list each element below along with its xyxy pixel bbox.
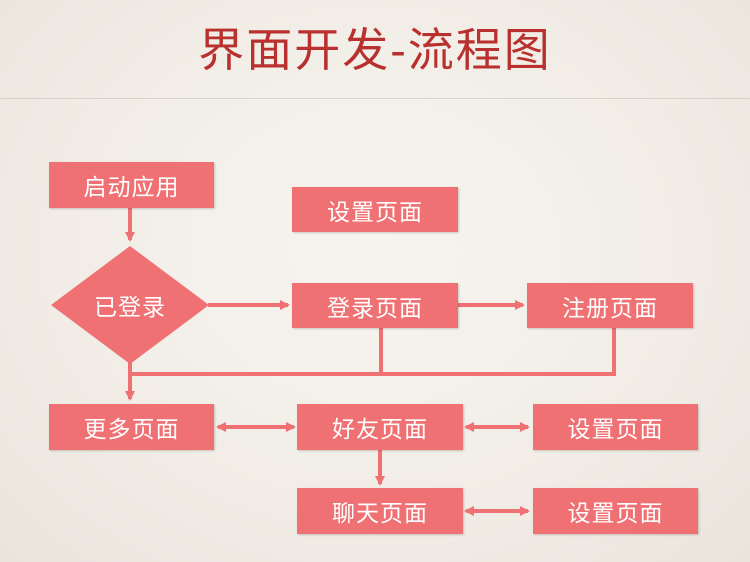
page-title: 界面开发-流程图 [198, 23, 552, 77]
node-register-page[interactable]: 注册页面 [527, 283, 693, 328]
node-settings-mid[interactable]: 设置页面 [533, 404, 698, 450]
node-friends-page[interactable]: 好友页面 [297, 404, 463, 450]
node-logged-in-label[interactable]: 已登录 [94, 295, 166, 321]
title-bar: 界面开发-流程图 [0, 0, 750, 99]
node-chat-page[interactable]: 聊天页面 [297, 488, 463, 534]
decision-diamond [51, 246, 209, 364]
node-start-app[interactable]: 启动应用 [49, 162, 214, 208]
node-settings-bottom[interactable]: 设置页面 [533, 488, 698, 534]
node-more-page[interactable]: 更多页面 [49, 404, 214, 450]
node-settings-top[interactable]: 设置页面 [292, 187, 458, 232]
node-login-page[interactable]: 登录页面 [292, 283, 458, 328]
